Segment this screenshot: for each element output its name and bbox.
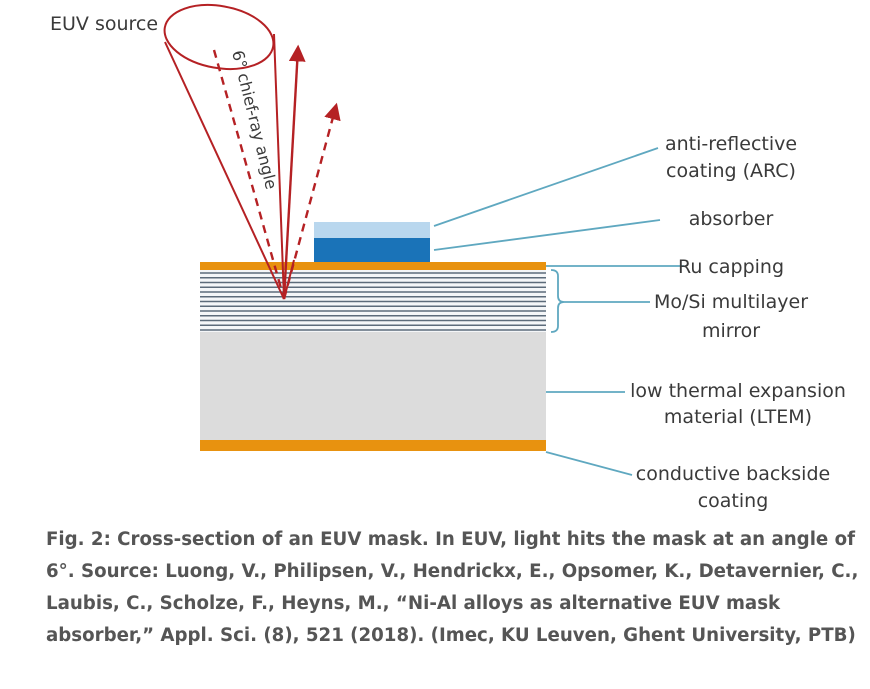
backside-label-line1: conductive backside: [636, 463, 830, 485]
euv-source-cone-rim: [163, 4, 275, 70]
cone-edge-left: [164, 41, 285, 300]
arc-label-line1: anti-reflective: [665, 133, 797, 155]
arc-label-line2: coating (ARC): [666, 160, 796, 182]
multilayer-lines: [200, 272, 546, 331]
multilayer-bracket: [550, 269, 565, 333]
leader-absorber: [433, 219, 661, 251]
figure-caption: Fig. 2: Cross-section of an EUV mask. In…: [46, 524, 859, 652]
caption-line: Fig. 2: Cross-section of an EUV mask. In…: [46, 529, 856, 550]
caption-line: absorber,” Appl. Sci. (8), 521 (2018). (…: [46, 625, 856, 646]
arc-layer: [314, 222, 430, 238]
absorber-label: absorber: [689, 208, 774, 230]
chief-ray-incident: [212, 49, 286, 300]
multilayer-label-line2: mirror: [702, 320, 760, 342]
ru-capping-layer: [200, 262, 546, 270]
ltem-label-line2: material (LTEM): [664, 406, 812, 428]
leader-backside: [545, 451, 633, 476]
multilayer-label-line1: Mo/Si multilayer: [654, 291, 808, 313]
absorber-layer: [314, 238, 430, 262]
caption-line: 6°. Source: Luong, V., Philipsen, V., He…: [46, 561, 859, 582]
cone-edge-right: [273, 33, 285, 300]
euv-source-label: EUV source: [50, 13, 158, 35]
backside-coating-layer: [200, 440, 546, 451]
ru-capping-label: Ru capping: [678, 256, 784, 278]
ltem-substrate: [200, 332, 546, 440]
reflected-ray-solid: [282, 44, 306, 300]
reflected-chief-ray-dashed: [282, 102, 341, 300]
caption-line: Laubis, C., Scholze, F., Heyns, M., “Ni-…: [46, 593, 781, 614]
leader-lines: [433, 147, 684, 476]
backside-label-line2: coating: [698, 490, 769, 512]
chief-ray-angle-label: 6° chief-ray angle: [228, 48, 281, 191]
euv-mask-diagram: EUV source 6° chief-ray angle anti-refle…: [50, 4, 846, 512]
ltem-label-line1: low thermal expansion: [630, 380, 846, 402]
leader-arc: [433, 147, 659, 227]
